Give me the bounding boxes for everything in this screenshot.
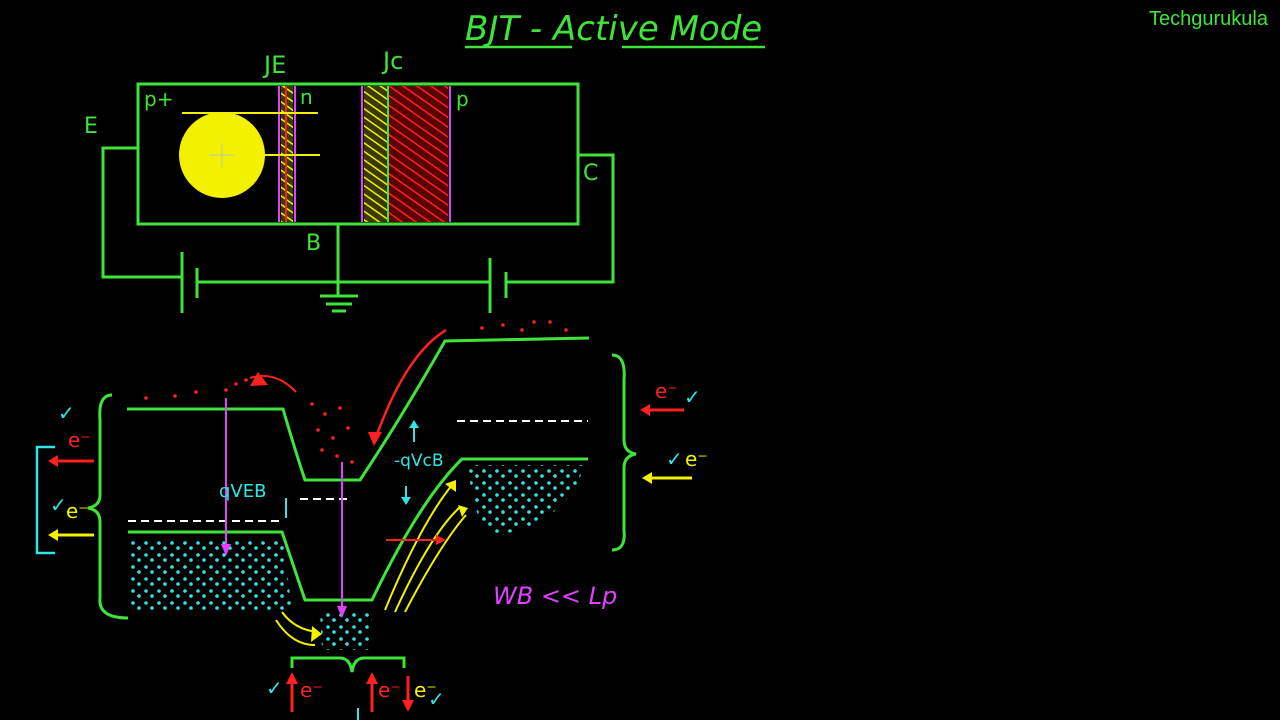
collector-depletion-yellow — [364, 86, 388, 222]
hole-flow-arrow-2 — [384, 484, 453, 611]
transistor-structure: p+ n p JE Jc — [136, 47, 580, 226]
collector-electron-check: ✓ — [684, 385, 701, 409]
base-current-check-1: ✓ — [266, 676, 283, 700]
electron-injection-arrow — [249, 374, 297, 393]
base-current-electron-3: e⁻ — [414, 678, 437, 702]
region-label-collector: p — [456, 87, 469, 111]
band-diagram: qVEB -qVcB WB << Lp e⁻ e⁻ ✓ ✓ e⁻ — [35, 320, 708, 720]
collector-depletion-red — [389, 86, 448, 222]
collector-hole-check: ✓ — [666, 447, 683, 471]
collector-electron-label: e⁻ — [655, 379, 678, 403]
collector-electrons — [466, 465, 584, 535]
emitter-lead — [101, 146, 182, 279]
bias-circuit — [101, 146, 615, 313]
collector-base-potential-label: -qVcB — [394, 451, 444, 471]
terminal-label-base: B — [306, 231, 321, 256]
valence-band — [128, 457, 588, 602]
region-label-emitter: p+ — [144, 87, 173, 111]
conduction-electrons — [144, 320, 568, 464]
base-current-electron-1: e⁻ — [300, 678, 323, 702]
region-label-base: n — [300, 85, 313, 109]
base-current-electron-2: e⁻ — [378, 678, 401, 702]
emitter-electron-label: e⁻ — [68, 428, 91, 452]
emitter-hole-check: ✓ — [50, 493, 67, 517]
emitter-brace — [87, 393, 129, 620]
collector-to-base-electron-arrow — [373, 328, 447, 441]
collector-lead — [506, 153, 615, 284]
collector-brace — [611, 353, 637, 552]
base-brace — [290, 656, 406, 673]
emitter-base-potential-label: qVEB — [219, 481, 266, 502]
collector-hole-label: e⁻ — [685, 447, 708, 471]
emitter-valence-holes — [130, 540, 292, 610]
emitter-hole-label: e⁻ — [66, 499, 89, 523]
junction-label-emitter: JE — [262, 51, 286, 79]
emitter-current-bracket — [35, 445, 55, 555]
page-title: BJT - Active Mode — [465, 9, 762, 49]
brand-watermark: Techgurukula — [1149, 8, 1268, 30]
terminal-label-collector: C — [583, 161, 598, 186]
terminal-label-emitter: E — [84, 114, 98, 139]
emitter-electron-check: ✓ — [58, 401, 75, 425]
junction-label-collector: Jc — [381, 47, 403, 75]
conduction-band — [127, 336, 590, 482]
base-current-check-2: ✓ — [428, 687, 445, 711]
base-electrons — [320, 612, 372, 650]
base-width-condition: WB << Lp — [493, 582, 617, 610]
